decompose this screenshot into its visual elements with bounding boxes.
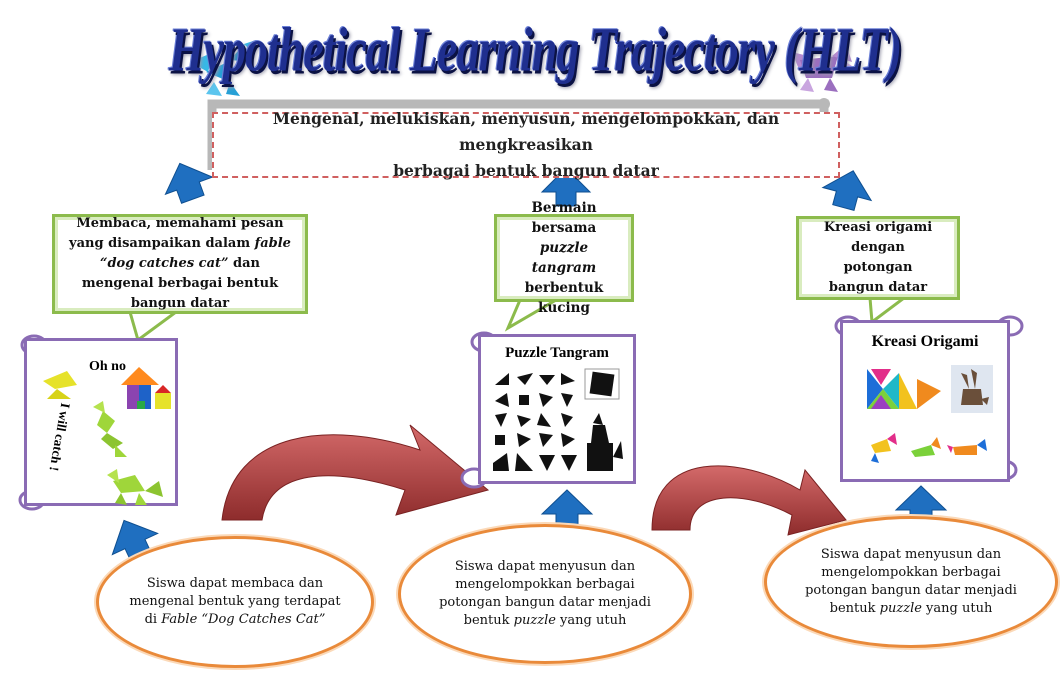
connector-end-dot: [818, 98, 830, 110]
house-icon: [121, 367, 171, 409]
tangram-dog-green-icon: [107, 469, 163, 505]
callout-middle-text-3: berbentuk kucing: [524, 280, 604, 316]
callout-right: Kreasi origami dengan potongan bangun da…: [796, 216, 960, 300]
scroll-origami-title: Kreasi Origami: [871, 333, 979, 350]
ellipse-right-text-1: Siswa dapat menyusun dan mengelompokkan …: [805, 547, 1017, 616]
callout-middle-text-1: Bermain bersama: [531, 200, 597, 236]
up-arrow-middle-top: [540, 167, 592, 207]
scroll-origami: Kreasi Origami: [840, 320, 1010, 482]
tangram-pieces-grid: [493, 368, 623, 471]
origami-rabbit-icon: [961, 369, 989, 405]
callout-middle-text-2: puzzle tangram: [531, 240, 597, 276]
callout-left-text-1: Membaca, memahami pesan yang disampaikan…: [69, 216, 284, 251]
tangram-cat-icon: [792, 44, 858, 92]
up-arrow-middle-bottom: [540, 489, 594, 529]
curved-arrow-left: [221, 424, 490, 521]
callout-left: Membaca, memahami pesan yang disampaikan…: [52, 214, 308, 314]
tangram-dog-icon: [190, 40, 256, 96]
ellipse-right-text-2: puzzle: [879, 601, 922, 616]
callout-middle: Bermain bersama puzzle tangram berbentuk…: [494, 200, 634, 316]
ellipse-middle: Siswa dapat menyusun dan mengelompokkan …: [398, 524, 692, 664]
goal-line-1: Mengenal, melukiskan, menyusun, mengelom…: [272, 109, 780, 154]
tangram-cat-green-icon: [93, 401, 127, 457]
callout-left-tail: [128, 310, 181, 343]
goal-line-2: berbagai bentuk bangun datar: [393, 161, 659, 180]
up-arrow-left-top: [164, 162, 214, 204]
ellipse-middle-text-1: Siswa dapat menyusun dan mengelompokkan …: [439, 559, 651, 628]
callout-left-text-2: fable “dog catches cat”: [99, 236, 291, 271]
story-illustration: [43, 367, 171, 505]
ellipse-right-text-3: yang utuh: [921, 601, 993, 616]
callout-right-text: Kreasi origami dengan potongan bangun da…: [823, 220, 933, 295]
origami-illustrations: [867, 365, 993, 463]
ellipse-middle-text-2: puzzle: [513, 613, 556, 628]
origami-shapes-icon: [867, 369, 941, 409]
callout-left-text-3: dan mengenal berbagai bentuk bangun data…: [81, 256, 279, 311]
scroll-story: Oh no I will catch !: [24, 338, 178, 506]
ellipse-middle-text-3: yang utuh: [555, 613, 627, 628]
scroll-story-text-oh-no: Oh no: [89, 359, 126, 374]
ellipse-right: Siswa dapat menyusun dan mengelompokkan …: [764, 516, 1058, 648]
page-title: Hypothetical Learning Trajectory (HLT): [168, 14, 902, 84]
goal-box: Mengenal, melukiskan, menyusun, mengelom…: [212, 109, 840, 180]
tangram-cat-silhouette-icon: [587, 413, 623, 471]
ellipse-left-text-2: Fable “Dog Catches Cat”: [161, 612, 326, 627]
up-arrow-right-top: [821, 170, 873, 211]
origami-animals-icon: [871, 433, 987, 463]
scroll-tangram-title: Puzzle Tangram: [505, 345, 609, 361]
callout-right-tail: [868, 296, 909, 325]
ellipse-left: Siswa dapat membaca dan mengenal bentuk …: [96, 536, 374, 668]
curved-arrow-right: [651, 465, 847, 536]
scroll-tangram: Puzzle Tangram: [478, 334, 636, 484]
ellipse-left-text-1: Siswa dapat membaca dan mengenal bentuk …: [129, 576, 341, 627]
